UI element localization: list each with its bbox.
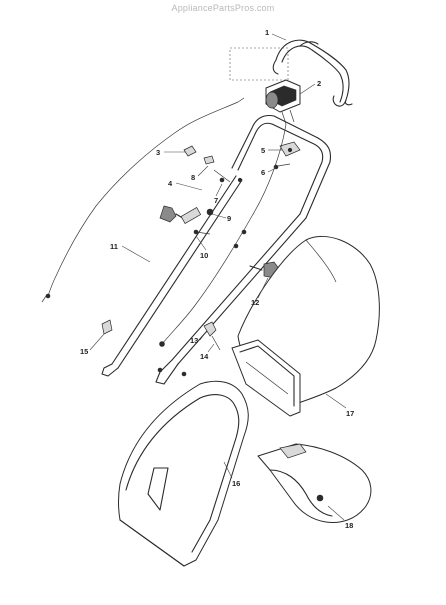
reference-box — [229, 47, 289, 81]
callout-1: 1 — [265, 28, 269, 37]
drive-cable — [159, 123, 287, 347]
lower-clips — [101, 319, 221, 377]
callout-7: 7 — [214, 196, 218, 205]
callout-13: 13 — [190, 336, 198, 345]
callout-4: 4 — [168, 179, 173, 188]
callout-labels: 1 2 3 4 5 6 7 8 9 10 11 12 13 14 15 16 1… — [80, 28, 354, 530]
watermark: AppliancePartsPros.com — [171, 3, 275, 13]
callout-8: 8 — [191, 173, 195, 182]
lower-handle — [101, 175, 243, 377]
callout-14: 14 — [200, 352, 209, 361]
bail-lever — [272, 39, 353, 107]
callout-18: 18 — [345, 521, 353, 530]
callout-16: 16 — [232, 479, 240, 488]
callout-6: 6 — [261, 168, 265, 177]
callout-11: 11 — [110, 242, 118, 251]
cable-clip — [183, 145, 215, 165]
grass-bag — [231, 235, 380, 417]
rear-deflector — [118, 380, 249, 567]
lower-handle-right — [155, 213, 307, 385]
callout-17: 17 — [346, 409, 354, 418]
callout-15: 15 — [80, 347, 88, 356]
knob-assembly — [159, 169, 231, 235]
callout-3: 3 — [156, 148, 160, 157]
throttle-cable — [41, 97, 245, 303]
side-discharge-chute — [257, 443, 372, 523]
callout-2: 2 — [317, 79, 321, 88]
mounting-bracket — [273, 141, 301, 170]
callout-12: 12 — [251, 298, 259, 307]
control-box — [265, 79, 301, 125]
callout-10: 10 — [200, 251, 208, 260]
upper-handle — [231, 114, 332, 219]
callout-5: 5 — [261, 146, 265, 155]
callout-9: 9 — [227, 214, 231, 223]
leader-lines — [89, 33, 347, 521]
